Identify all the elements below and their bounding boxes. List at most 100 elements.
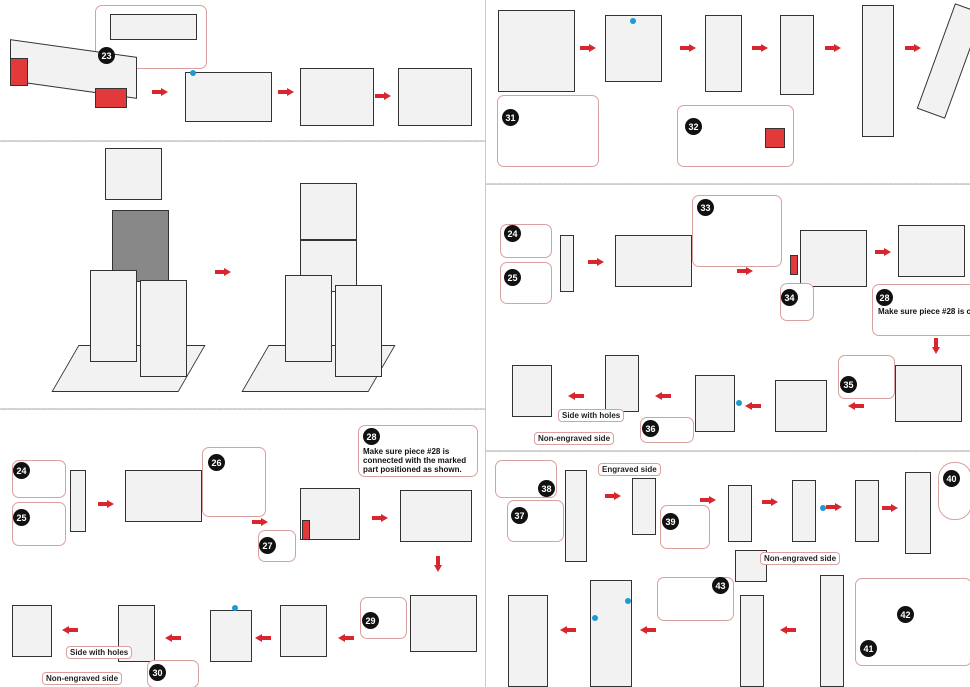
section-divider [0, 140, 485, 142]
part-folding [615, 235, 692, 287]
step-badge: 23 [98, 47, 115, 64]
arrow-right [252, 518, 268, 526]
part-head-done [398, 68, 472, 126]
part-assembly [118, 605, 155, 662]
part-folding [300, 488, 360, 540]
arrow-right [882, 504, 898, 512]
arrow-right [826, 503, 842, 511]
part-flat-31 [498, 10, 575, 92]
part-arm [820, 575, 844, 687]
step-badge: 24 [504, 225, 521, 242]
step-badge: 27 [259, 537, 276, 554]
red-tab [10, 58, 28, 86]
arrow-right [825, 44, 841, 52]
part-folding [125, 470, 202, 522]
label-side-with-holes: Side with holes [66, 646, 133, 659]
step-badge: 25 [504, 269, 521, 286]
part-leg [862, 5, 894, 137]
step-badge: 29 [362, 612, 379, 629]
arrow-left [560, 626, 576, 634]
part-assembly [898, 225, 965, 277]
part-arm-done [508, 595, 548, 687]
arrow-right [278, 88, 294, 96]
arrow-down [434, 556, 442, 572]
part-assembly [210, 610, 252, 662]
part-rod [560, 235, 574, 292]
part-arm [905, 472, 931, 554]
marker-dot [625, 598, 631, 604]
arrow-left [338, 634, 354, 642]
arrow-right [752, 44, 768, 52]
arrow-right [372, 514, 388, 522]
part-arm [632, 478, 656, 535]
step-badge: 26 [208, 454, 225, 471]
red-tab [302, 520, 310, 540]
arrow-right [700, 496, 716, 504]
note-28: Make sure piece #28 is connected with th… [878, 307, 970, 316]
marker-dot [736, 400, 742, 406]
step-badge: 24 [13, 462, 30, 479]
arrow-right [580, 44, 596, 52]
arrow-right [762, 498, 778, 506]
part-arm [728, 485, 752, 542]
arrow-right [605, 492, 621, 500]
step-badge: 35 [840, 376, 857, 393]
arrow-left [640, 626, 656, 634]
arrow-right [680, 44, 696, 52]
step-badge: 32 [685, 118, 702, 135]
label-non-engraved-side: Non-engraved side [534, 432, 615, 445]
part-assembly [410, 595, 477, 652]
red-tab [95, 88, 127, 108]
step-badge: 33 [697, 199, 714, 216]
arrow-left [848, 402, 864, 410]
robot-leg-right [335, 285, 382, 377]
red-tab [790, 255, 798, 275]
step-badge: 37 [511, 507, 528, 524]
column-divider [485, 0, 486, 687]
arrow-right [737, 267, 753, 275]
arrow-left [255, 634, 271, 642]
part-arm [740, 595, 764, 687]
label-non-engraved-side: Non-engraved side [760, 552, 841, 565]
step-badge: 30 [149, 664, 166, 681]
step-43-callout [657, 577, 734, 621]
part-box [780, 15, 814, 95]
part-leg-done [12, 605, 52, 657]
part-assembly [775, 380, 827, 432]
arrow-left [745, 402, 761, 410]
step-badge: 31 [502, 109, 519, 126]
robot-leg-right [140, 280, 187, 377]
step-badge: 42 [897, 606, 914, 623]
label-non-engraved-side: Non-engraved side [42, 672, 123, 685]
section-divider [486, 183, 970, 185]
step-31-callout [497, 95, 599, 167]
arrow-left [165, 634, 181, 642]
part-folding [605, 15, 662, 82]
robot-leg-left [285, 275, 332, 362]
part-assembly [895, 365, 962, 422]
step-badge: 40 [943, 470, 960, 487]
marker-dot [232, 605, 238, 611]
step-badge: 28 [363, 428, 380, 445]
part-head [300, 68, 374, 126]
arrow-left [568, 392, 584, 400]
step-badge: 25 [13, 509, 30, 526]
step-badge: 34 [781, 289, 798, 306]
label-side-with-holes: Side with holes [558, 409, 625, 422]
arrow-left [62, 626, 78, 634]
step-badge: 36 [642, 420, 659, 437]
part-23-flat [110, 14, 197, 40]
marker-dot [190, 70, 196, 76]
part-leg-done [916, 3, 970, 119]
step-badge: 41 [860, 640, 877, 657]
robot-head [105, 148, 162, 200]
part-arm [855, 480, 879, 542]
part-32-red [765, 128, 785, 148]
part-43 [735, 550, 767, 582]
arrow-right [215, 268, 231, 276]
marker-dot [820, 505, 826, 511]
part-folding [800, 230, 867, 287]
arrow-left [780, 626, 796, 634]
arrow-right [375, 92, 391, 100]
